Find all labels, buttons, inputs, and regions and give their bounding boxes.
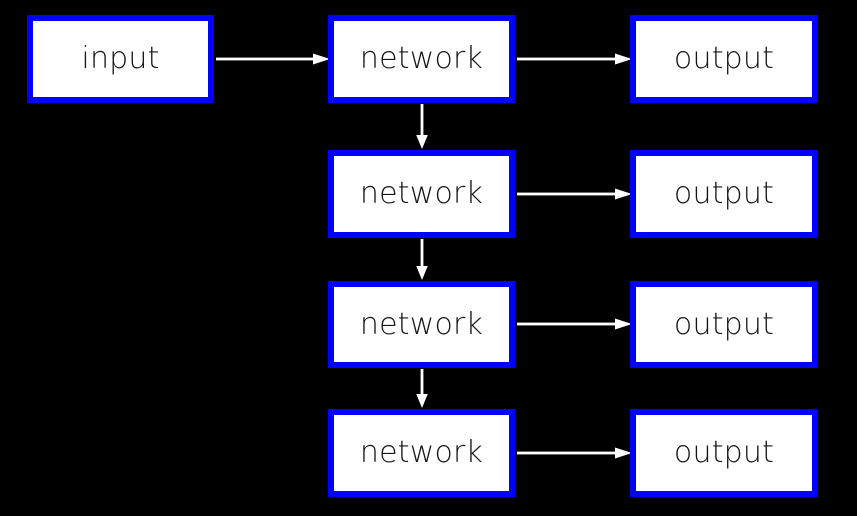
node-output-1-label: output (673, 41, 775, 76)
node-output-1[interactable]: output (630, 15, 818, 103)
node-network-1-label: network (359, 41, 484, 76)
node-input-label: input (81, 41, 160, 76)
node-input[interactable]: input (27, 15, 214, 103)
node-network-2[interactable]: network (328, 150, 515, 238)
arrow-network-1-to-network-2 (415, 104, 429, 149)
node-output-4-label: output (673, 435, 775, 470)
node-output-2-label: output (673, 176, 775, 211)
node-network-4[interactable]: network (328, 409, 515, 497)
arrow-network-3-to-network-4 (415, 369, 429, 408)
arrow-network-1-to-output-1 (517, 52, 632, 66)
node-output-3[interactable]: output (630, 281, 818, 368)
arrow-network-3-to-output-3 (517, 317, 632, 331)
node-network-2-label: network (359, 176, 484, 211)
arrow-network-2-to-output-2 (517, 187, 632, 201)
node-network-3-label: network (359, 306, 484, 342)
node-output-3-label: output (673, 306, 775, 342)
node-output-4[interactable]: output (630, 409, 818, 497)
node-network-3[interactable]: network (328, 281, 515, 368)
arrow-network-2-to-network-3 (415, 239, 429, 280)
arrow-network-4-to-output-4 (517, 446, 632, 460)
node-network-4-label: network (359, 435, 484, 470)
arrow-input-to-network-1 (216, 52, 330, 66)
node-output-2[interactable]: output (630, 150, 818, 238)
node-network-1[interactable]: network (328, 15, 515, 103)
